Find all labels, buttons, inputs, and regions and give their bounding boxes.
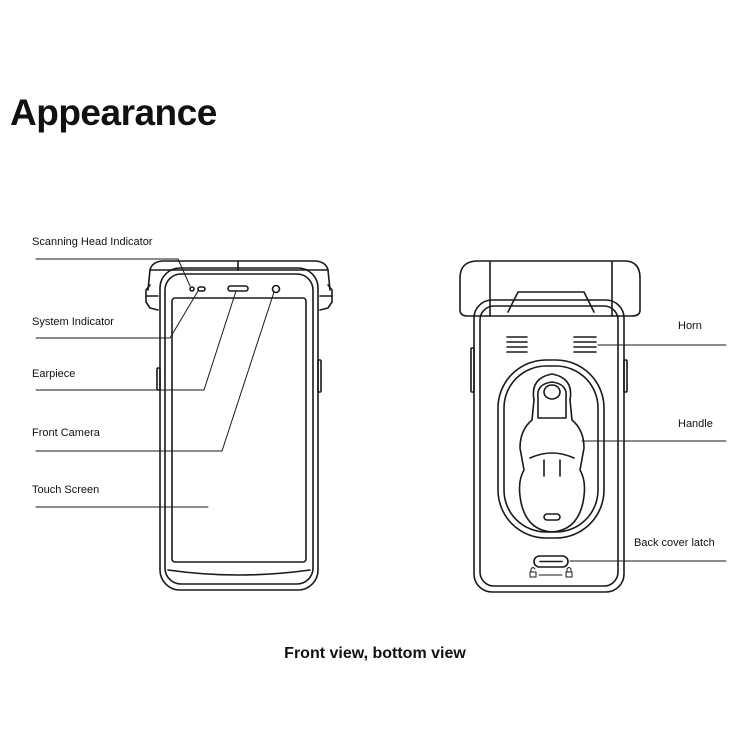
front-touch-screen: [171, 297, 307, 563]
front-scanning-head: [147, 260, 331, 291]
front-body: [159, 267, 319, 591]
system-indicator-led: [197, 286, 206, 292]
front-side-button-left: [156, 367, 161, 391]
label-system-indicator: System Indicator: [32, 316, 114, 328]
front-camera-lens: [271, 284, 281, 294]
figure-caption: Front view, bottom view: [284, 645, 466, 662]
label-front-camera: Front Camera: [32, 427, 100, 439]
back-leader-lines: [569, 344, 727, 562]
back-scanning-head: [459, 260, 641, 317]
back-cover-latch: [533, 555, 569, 568]
unlock-lock-icons: [529, 567, 573, 578]
earpiece-slot: [227, 285, 249, 292]
handle-strap: [518, 373, 586, 533]
label-scanning-head-indicator: Scanning Head Indicator: [32, 236, 153, 248]
label-handle: Handle: [678, 418, 713, 430]
front-right-bumper: [319, 284, 333, 311]
label-horn: Horn: [678, 320, 702, 332]
page-title: Appearance: [10, 92, 217, 133]
front-left-bumper: [145, 284, 159, 311]
back-body: [473, 299, 625, 593]
horn-grille-left: [506, 336, 528, 353]
back-view-device: [459, 260, 641, 593]
scanning-head-indicator-dot: [189, 286, 195, 292]
label-back-cover-latch: Back cover latch: [634, 537, 715, 549]
horn-grille-right: [573, 336, 597, 353]
label-touch-screen: Touch Screen: [32, 484, 100, 496]
handle-recess: [497, 359, 605, 539]
front-leader-lines: [35, 258, 275, 508]
label-earpiece: Earpiece: [32, 368, 76, 380]
front-view-device: [145, 260, 333, 591]
front-side-button-right: [317, 359, 322, 393]
